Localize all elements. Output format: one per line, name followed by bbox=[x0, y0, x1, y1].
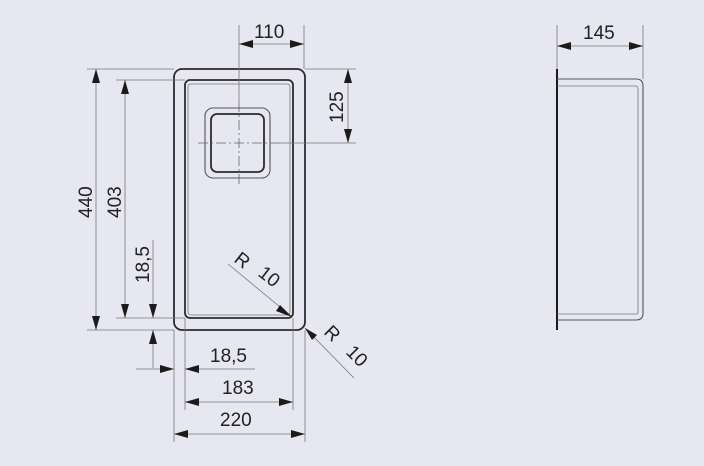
dimension-outer-width: 220 bbox=[174, 330, 306, 442]
dimension-label-220: 220 bbox=[220, 410, 252, 431]
dimension-label-inner-r-value: 10 bbox=[254, 262, 284, 292]
side-view-bowl-outline bbox=[557, 78, 644, 321]
dimension-inner-radius: R 10 bbox=[227, 248, 292, 317]
dimension-rim-horizontal: 18,5 bbox=[136, 318, 255, 442]
dimension-label-inner-r: R bbox=[230, 248, 254, 273]
dimension-label-110: 110 bbox=[254, 22, 284, 43]
dimension-drain-offset-x: 110 bbox=[238, 22, 305, 102]
dimension-label-403: 403 bbox=[105, 186, 126, 218]
dimension-rim-vertical: 18,5 bbox=[133, 240, 157, 368]
dimension-inner-width: 183 bbox=[185, 318, 294, 410]
dimension-outer-radius: R 10 bbox=[304, 322, 371, 379]
dimension-label-440: 440 bbox=[76, 186, 97, 218]
dimension-depth: 145 bbox=[556, 23, 644, 79]
side-view-bowl-inner bbox=[557, 85, 639, 315]
sink-outer-rim bbox=[173, 68, 306, 331]
dimension-label-125: 125 bbox=[327, 91, 348, 123]
dimension-label-18-5-horizontal: 18,5 bbox=[210, 346, 247, 367]
dimension-label-outer-r: R bbox=[319, 322, 344, 347]
dimension-label-18-5-vertical: 18,5 bbox=[133, 246, 154, 283]
dimension-label-145: 145 bbox=[583, 23, 615, 44]
dimension-outer-length: 440 bbox=[76, 68, 174, 331]
side-view bbox=[556, 69, 644, 330]
top-view bbox=[173, 68, 306, 331]
dimension-label-outer-r-value: 10 bbox=[341, 342, 371, 372]
dimension-drain-offset-y: 125 bbox=[280, 68, 356, 144]
dimension-inner-length: 403 bbox=[105, 79, 185, 319]
dimension-label-183: 183 bbox=[222, 378, 254, 399]
